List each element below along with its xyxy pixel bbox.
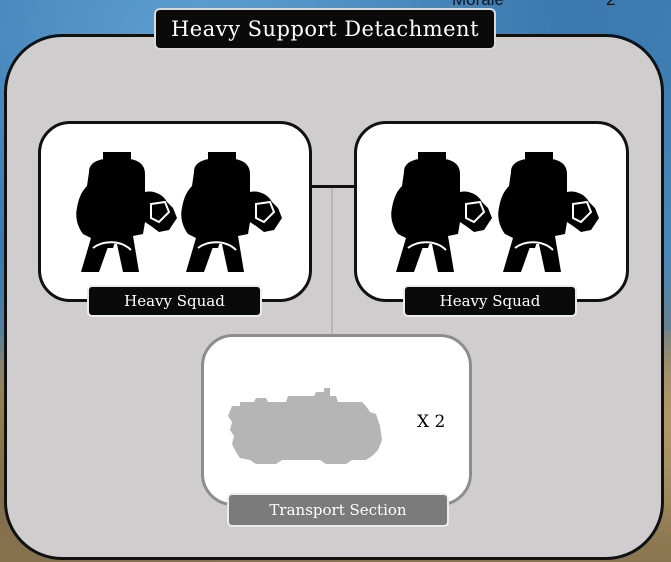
heavy-trooper-silhouette-icon bbox=[76, 152, 177, 272]
transport-vehicle-silhouette-icon bbox=[228, 388, 382, 464]
detachment-title: Heavy Support Detachment bbox=[170, 17, 480, 41]
heavy-trooper-silhouette-icon bbox=[391, 152, 492, 272]
unit-label-bar: Heavy Squad bbox=[87, 285, 262, 317]
morale-label: Morale bbox=[452, 0, 504, 10]
detachment-title-bar: Heavy Support Detachment bbox=[154, 8, 496, 50]
morale-value: 2 bbox=[606, 0, 615, 10]
heavy-trooper-silhouette-icon bbox=[498, 152, 599, 272]
heavy-trooper-silhouette-icon bbox=[181, 152, 282, 272]
transport-label-bar: Transport Section bbox=[227, 493, 449, 527]
transport-connector-line bbox=[331, 188, 333, 336]
unit-label-bar: Heavy Squad bbox=[403, 285, 577, 317]
transport-quantity: X 2 bbox=[417, 412, 446, 432]
unit-label: Heavy Squad bbox=[439, 292, 541, 310]
squad-connector-line bbox=[312, 185, 354, 188]
transport-label: Transport Section bbox=[269, 501, 407, 519]
unit-label: Heavy Squad bbox=[124, 292, 225, 310]
